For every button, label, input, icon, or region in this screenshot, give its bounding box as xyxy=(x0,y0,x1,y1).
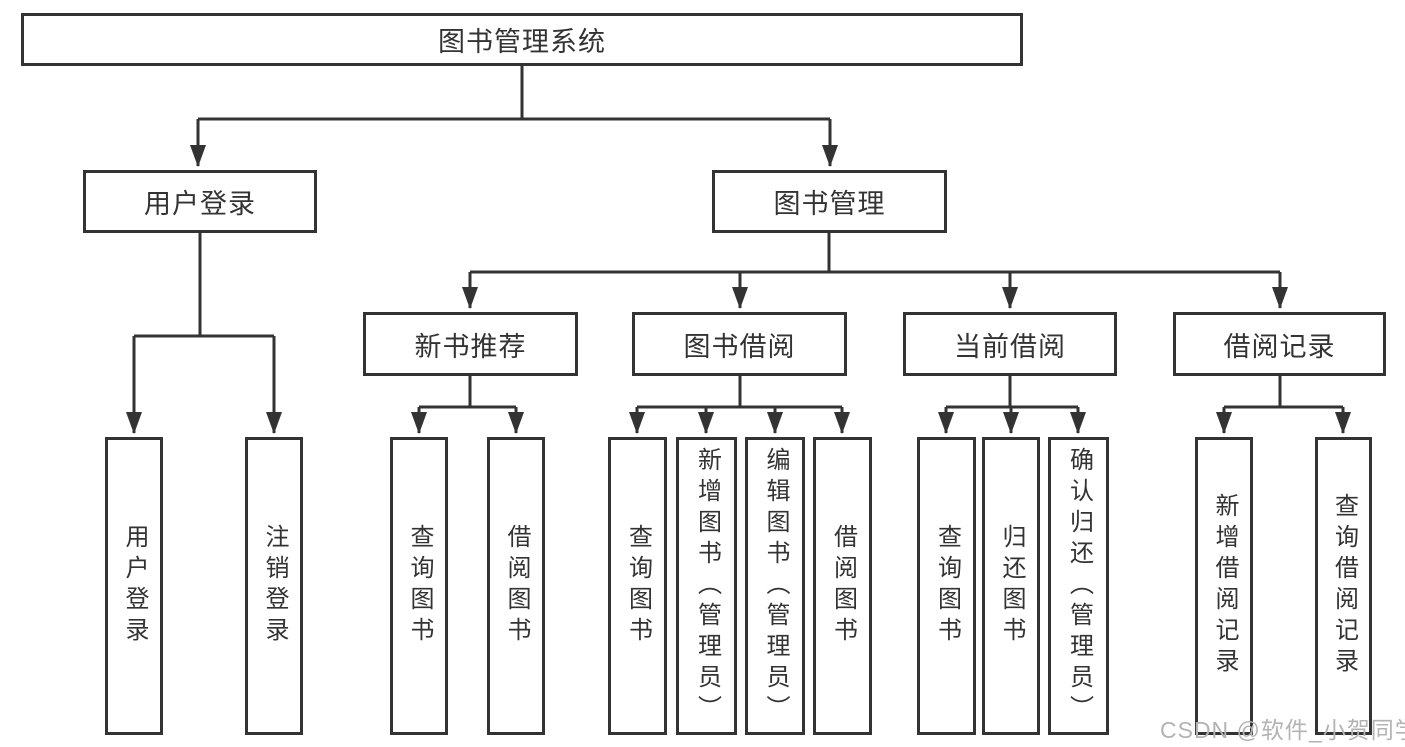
leaf-nb-query-books: 查询图书 xyxy=(390,437,448,735)
leaf-nb-borrow-books-label: 借阅图书 xyxy=(503,524,530,648)
leaf-br-query-record-label: 查询借阅记录 xyxy=(1330,493,1358,679)
leaf-bb-query-books: 查询图书 xyxy=(608,437,667,735)
node-current-borrowing: 当前借阅 xyxy=(903,312,1117,376)
connector-book-management xyxy=(462,233,1288,309)
node-book-borrowing: 图书借阅 xyxy=(632,312,847,376)
leaf-cb-confirm-return-admin-label: 确认归还（管理员） xyxy=(1065,446,1093,726)
leaf-bb-edit-books-admin: 编辑图书（管理员） xyxy=(745,437,805,735)
node-book-management: 图书管理 xyxy=(712,170,947,233)
leaf-logout: 注销登录 xyxy=(245,437,303,735)
node-user-login-label: 用户登录 xyxy=(144,189,256,219)
connector-book-borrowing xyxy=(629,376,850,434)
leaf-user-login: 用户登录 xyxy=(105,437,163,735)
csdn-watermark: CSDN @软件_小贺同学 xyxy=(1160,717,1405,743)
node-new-book-recommend-label: 新书推荐 xyxy=(414,331,527,362)
node-user-login: 用户登录 xyxy=(83,170,317,233)
leaf-bb-borrow-books: 借阅图书 xyxy=(813,437,872,735)
leaf-nb-borrow-books: 借阅图书 xyxy=(487,437,545,735)
leaf-cb-confirm-return-admin: 确认归还（管理员） xyxy=(1048,437,1109,735)
connector-current-borrowing xyxy=(938,376,1086,434)
leaf-br-add-record: 新增借阅记录 xyxy=(1195,437,1253,735)
leaf-bb-add-books-admin: 新增图书（管理员） xyxy=(676,437,737,735)
leaf-cb-return-books: 归还图书 xyxy=(982,437,1040,735)
node-book-borrowing-label: 图书借阅 xyxy=(683,331,796,362)
node-borrowing-records-label: 借阅记录 xyxy=(1223,331,1336,362)
leaf-nb-query-books-label: 查询图书 xyxy=(406,524,433,648)
leaf-bb-edit-books-admin-label: 编辑图书（管理员） xyxy=(762,446,789,726)
leaf-cb-query-books: 查询图书 xyxy=(917,437,976,735)
connector-borrowing-records xyxy=(1216,376,1351,434)
node-borrowing-records: 借阅记录 xyxy=(1173,312,1386,376)
node-current-borrowing-label: 当前借阅 xyxy=(954,331,1066,362)
leaf-bb-query-books-label: 查询图书 xyxy=(624,524,652,648)
leaf-br-add-record-label: 新增借阅记录 xyxy=(1211,493,1238,679)
leaf-logout-label: 注销登录 xyxy=(261,524,288,648)
leaf-user-login-label: 用户登录 xyxy=(121,524,148,648)
leaf-bb-borrow-books-label: 借阅图书 xyxy=(829,524,857,648)
connector-root xyxy=(190,66,838,167)
leaf-br-query-record: 查询借阅记录 xyxy=(1315,437,1372,735)
leaf-cb-return-books-label: 归还图书 xyxy=(998,524,1025,648)
connector-user-login xyxy=(126,233,282,434)
node-library-system-label: 图书管理系统 xyxy=(438,27,606,57)
node-book-management-label: 图书管理 xyxy=(773,189,886,219)
node-library-system: 图书管理系统 xyxy=(21,13,1023,66)
leaf-bb-add-books-admin-label: 新增图书（管理员） xyxy=(693,446,721,726)
node-new-book-recommend: 新书推荐 xyxy=(363,312,578,376)
connector-new-book-recommend xyxy=(411,376,524,434)
leaf-cb-query-books-label: 查询图书 xyxy=(933,524,961,648)
